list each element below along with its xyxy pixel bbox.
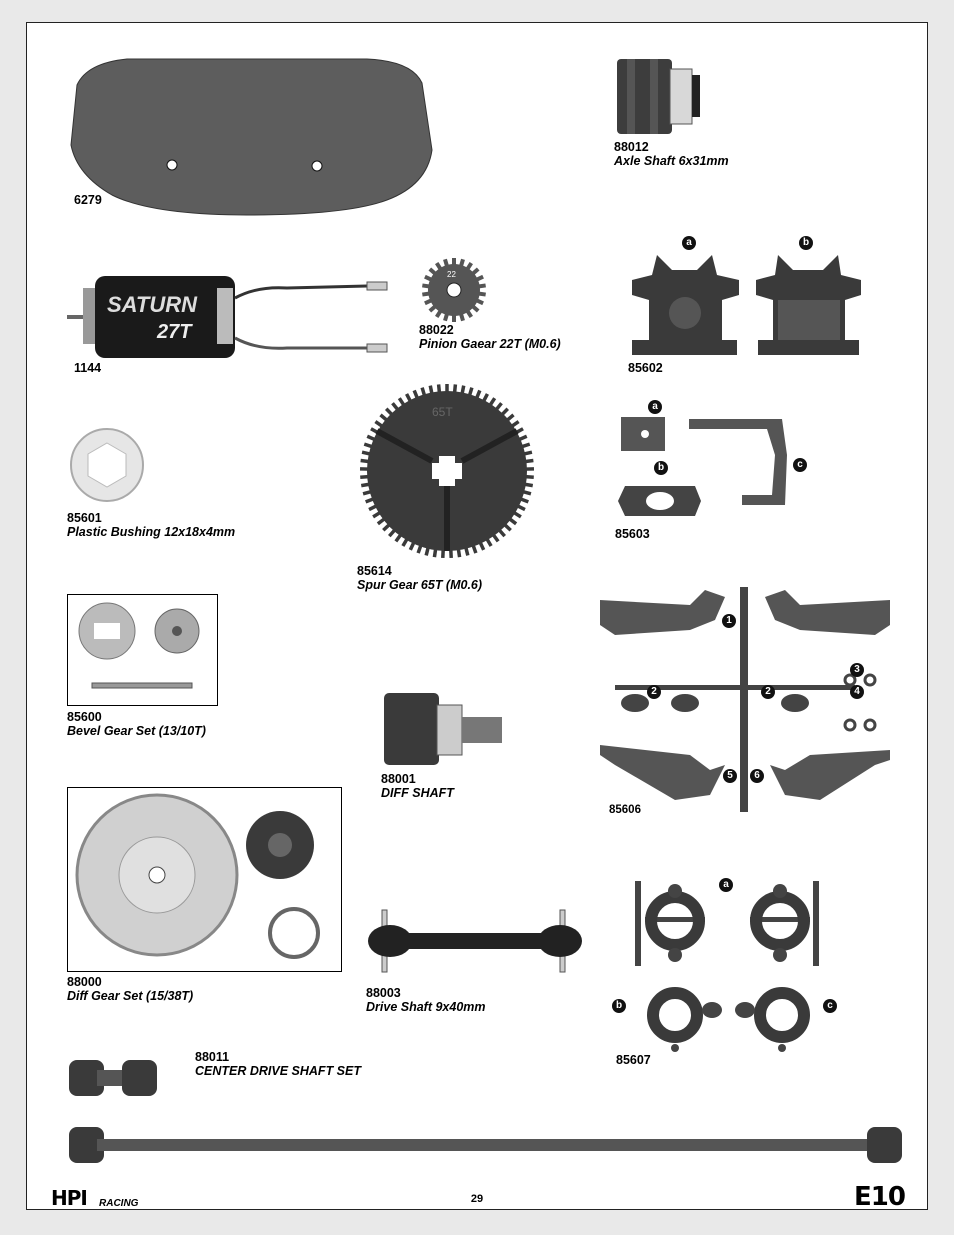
part-label-85607: 85607 bbox=[616, 1053, 651, 1067]
part-number: 1144 bbox=[74, 361, 102, 375]
part-name: Drive Shaft 9x40mm bbox=[366, 1000, 486, 1014]
center-drive-coupler-image bbox=[69, 1060, 157, 1096]
center-drive-shaft-image bbox=[69, 1127, 902, 1163]
part-number: 85602 bbox=[628, 361, 663, 375]
part-name: Diff Gear Set (15/38T) bbox=[67, 989, 194, 1003]
diff-gear-set-image bbox=[75, 793, 320, 959]
part-label-88000: 88000 Diff Gear Set (15/38T) bbox=[67, 975, 193, 1003]
part-number: 85607 bbox=[616, 1053, 651, 1067]
mount-part-b-image bbox=[618, 486, 701, 516]
part-number: 6279 bbox=[74, 193, 102, 207]
manual-page: 6279 88012 Axle Shaft 6x31mm SATURN 27T … bbox=[26, 22, 928, 1212]
hub-carrier-a-image bbox=[635, 881, 819, 966]
diff-gear-frame bbox=[67, 787, 342, 972]
part-number: 88001 bbox=[381, 772, 416, 786]
marker-a: a bbox=[648, 400, 662, 414]
part-label-88011: 88011 CENTER DRIVE SHAFT SET bbox=[195, 1050, 361, 1078]
plastic-bushing-image bbox=[70, 428, 144, 502]
gearbox-housing-a-image bbox=[632, 255, 739, 355]
marker-5: 5 bbox=[723, 769, 737, 783]
part-label-88001: 88001 DIFF SHAFT bbox=[381, 772, 454, 800]
part-name: Axle Shaft 6x31mm bbox=[614, 154, 729, 168]
marker-6: 6 bbox=[750, 769, 764, 783]
part-name: Pinion Gaear 22T (M0.6) bbox=[419, 337, 561, 351]
part-number: 85601 bbox=[67, 511, 102, 525]
part-name: DIFF SHAFT bbox=[381, 786, 454, 800]
mount-part-a-image bbox=[621, 417, 665, 451]
marker-4: 4 bbox=[850, 685, 864, 699]
marker-b: b bbox=[654, 461, 668, 475]
marker-a: a bbox=[719, 878, 733, 892]
hub-carrier-bc-image bbox=[647, 987, 810, 1052]
drive-shaft-image bbox=[368, 909, 582, 973]
marker-c: c bbox=[823, 999, 837, 1013]
part-label-1144: 1144 bbox=[74, 361, 101, 375]
logo-subtext: RACING bbox=[99, 1198, 139, 1209]
mount-bracket-c-image bbox=[689, 419, 787, 505]
gearbox-housing-b-image bbox=[756, 255, 861, 355]
part-number: 88000 bbox=[67, 975, 102, 989]
part-label-85600: 85600 Bevel Gear Set (13/10T) bbox=[67, 710, 206, 738]
page-number: 29 bbox=[470, 1193, 484, 1205]
part-name: Plastic Bushing 12x18x4mm bbox=[67, 525, 236, 539]
spur-gear-image: 65T bbox=[359, 384, 535, 558]
model-name: E10 bbox=[854, 1182, 906, 1212]
bevel-gear-frame bbox=[67, 594, 218, 706]
part-number: 85603 bbox=[615, 527, 650, 541]
part-number: 88003 bbox=[366, 986, 401, 1000]
part-number: 88011 bbox=[195, 1050, 230, 1064]
part-number: 85614 bbox=[357, 564, 392, 578]
marker-b: b bbox=[612, 999, 626, 1013]
part-label-88012: 88012 Axle Shaft 6x31mm bbox=[614, 140, 729, 168]
motor-image: SATURN 27T bbox=[67, 276, 388, 358]
marker-b: b bbox=[799, 236, 813, 250]
motor-label-line1: SATURN bbox=[107, 292, 198, 317]
suspension-arm-tree-image bbox=[600, 587, 890, 812]
part-number: 85600 bbox=[67, 710, 102, 724]
marker-3: 3 bbox=[850, 663, 864, 677]
pinion-tooth-count: 22 bbox=[447, 270, 456, 279]
pinion-gear-image: 22 bbox=[422, 258, 486, 322]
marker-2: 2 bbox=[761, 685, 775, 699]
marker-1: 1 bbox=[722, 614, 736, 628]
spur-gear-mark: 65T bbox=[432, 405, 453, 419]
marker-c: c bbox=[793, 458, 807, 472]
part-label-85602: 85602 bbox=[628, 361, 663, 375]
axle-shaft-image bbox=[617, 59, 700, 134]
part-label-85603: 85603 bbox=[615, 527, 650, 541]
bevel-gear-set-image bbox=[78, 602, 200, 689]
hpi-racing-logo: HPI RACING bbox=[51, 1186, 151, 1214]
part-name: CENTER DRIVE SHAFT SET bbox=[195, 1064, 361, 1078]
part-number: 85606 bbox=[609, 804, 641, 816]
part-name: Bevel Gear Set (13/10T) bbox=[67, 724, 206, 738]
marker-a: a bbox=[682, 236, 696, 250]
part-label-85606: 85606 bbox=[609, 803, 641, 817]
part-name: Spur Gear 65T (M0.6) bbox=[357, 578, 483, 592]
part-label-88022: 88022 Pinion Gaear 22T (M0.6) bbox=[419, 323, 561, 351]
diff-shaft-image bbox=[384, 693, 502, 765]
part-number: 88022 bbox=[419, 323, 454, 337]
part-label-85601: 85601 Plastic Bushing 12x18x4mm bbox=[67, 511, 235, 539]
logo-mark: HPI bbox=[51, 1186, 88, 1210]
foam-pad-image bbox=[70, 58, 433, 216]
part-number: 88012 bbox=[614, 140, 649, 154]
part-label-6279: 6279 bbox=[74, 193, 102, 207]
part-label-88003: 88003 Drive Shaft 9x40mm bbox=[366, 986, 486, 1014]
marker-2: 2 bbox=[647, 685, 661, 699]
motor-label-line2: 27T bbox=[156, 321, 193, 343]
part-label-85614: 85614 Spur Gear 65T (M0.6) bbox=[357, 564, 482, 592]
